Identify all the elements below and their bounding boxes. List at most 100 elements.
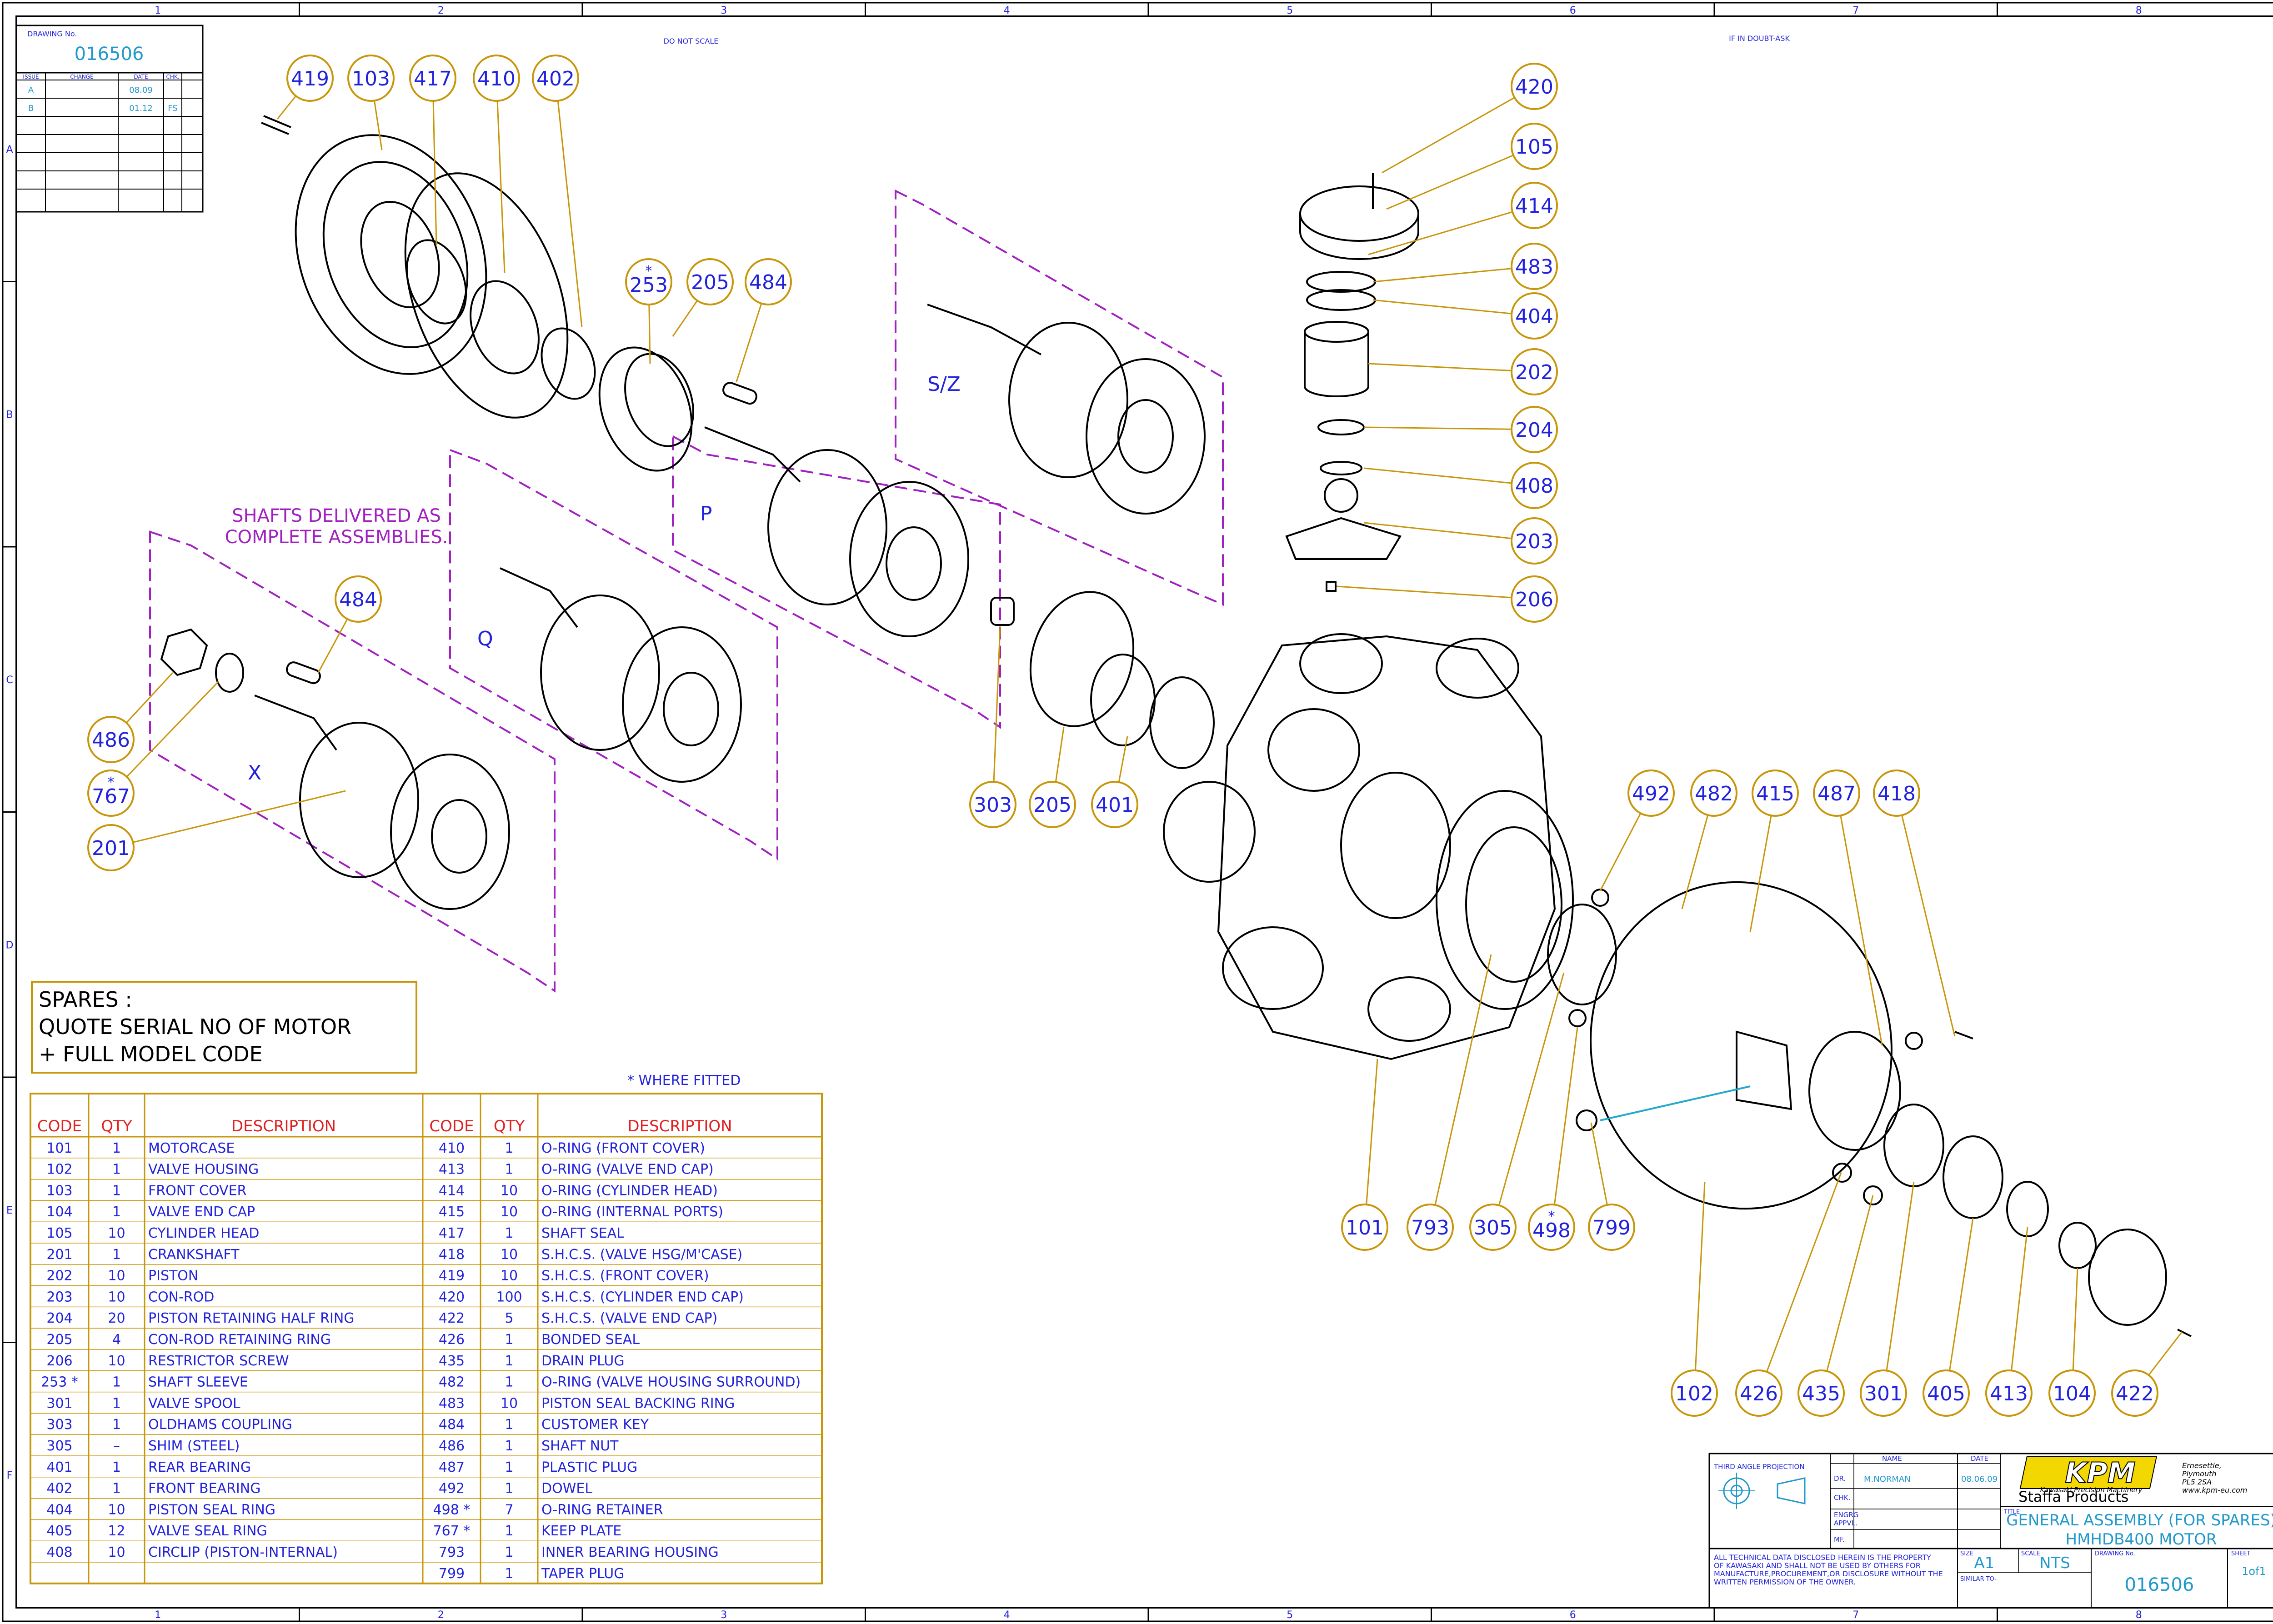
- balloon-number: 102: [1675, 1382, 1713, 1405]
- size-label: SIZE: [1960, 1550, 1973, 1557]
- sheet-grid-reference: 1122334455667788AABBCCDDEEFF: [3, 3, 2142, 1621]
- table-qty: 1: [112, 1162, 121, 1178]
- grid-col-bottom: 2: [438, 1609, 444, 1621]
- shaft-label-x: X: [248, 761, 261, 785]
- table-description: PISTON RETAINING HALF RING: [148, 1310, 355, 1326]
- title-label: TITLE: [2003, 1509, 2020, 1515]
- part-balloon: 418: [1873, 770, 1956, 1037]
- balloon-number: 104: [2053, 1382, 2091, 1405]
- table-description: O-RING (VALVE END CAP): [541, 1162, 714, 1178]
- grid-col-bottom: 8: [2136, 1609, 2142, 1621]
- grid-col-top: 7: [1852, 5, 1859, 16]
- revision-cell: A: [28, 85, 34, 95]
- table-description: FRONT COVER: [148, 1183, 246, 1199]
- part-balloon: 415: [1749, 770, 1799, 932]
- table-qty: 1: [505, 1162, 513, 1178]
- table-description: KEEP PLATE: [541, 1523, 621, 1539]
- balloon-number: 492: [1632, 782, 1670, 805]
- table-description: VALVE SEAL RING: [148, 1523, 267, 1539]
- table-description: CIRCLIP (PISTON-INTERNAL): [148, 1544, 338, 1560]
- shaft-label-sz: S/Z: [927, 373, 961, 396]
- grid-col-bottom: 4: [1004, 1609, 1010, 1621]
- grid-col-bottom: 3: [721, 1609, 727, 1621]
- balloon-number: 405: [1927, 1382, 1965, 1405]
- part-balloon: 202: [1368, 348, 1558, 395]
- table-description: TAPER PLUG: [541, 1566, 624, 1582]
- balloon-number: 483: [1515, 255, 1553, 279]
- table-description: S.H.C.S. (VALVE HSG/M'CASE): [541, 1247, 742, 1263]
- table-qty: 1: [505, 1544, 513, 1560]
- part-balloon: 498*: [1528, 1027, 1578, 1251]
- balloon-number: 414: [1515, 195, 1553, 218]
- table-qty: 4: [112, 1332, 121, 1348]
- address-line-2: Plymouth: [2182, 1469, 2217, 1478]
- table-qty: 10: [108, 1289, 125, 1305]
- table-description: S.H.C.S. (CYLINDER END CAP): [541, 1289, 744, 1305]
- sheet-value: 1of1: [2242, 1565, 2266, 1578]
- table-description: RESTRICTOR SCREW: [148, 1353, 289, 1369]
- revision-cell: FS: [168, 104, 177, 113]
- table-qty: 1: [112, 1183, 121, 1199]
- balloon-number: 101: [1346, 1216, 1384, 1239]
- part-balloon: 402: [532, 55, 583, 328]
- sheet-size: A1: [1974, 1554, 1995, 1572]
- balloon-number: 404: [1515, 305, 1553, 328]
- table-code: 103: [46, 1183, 72, 1199]
- balloon-number: 402: [536, 67, 575, 90]
- table-header: QTY: [101, 1117, 132, 1135]
- manufacturing-label: MF.: [1834, 1535, 1845, 1544]
- part-balloon: 799: [1588, 1122, 1635, 1251]
- drawn-date: 08.06.09: [1961, 1474, 1998, 1484]
- grid-col-top: 5: [1287, 5, 1293, 16]
- grid-col-bottom: 6: [1570, 1609, 1576, 1621]
- part-balloon: 205: [1029, 727, 1076, 828]
- balloon-number: 303: [974, 794, 1012, 817]
- logo-subtitle: Kawasaki Precision Machinery: [2040, 1486, 2143, 1494]
- table-description: S.H.C.S. (FRONT COVER): [541, 1268, 709, 1284]
- table-code: 418: [439, 1247, 465, 1263]
- balloon-number: 103: [352, 67, 390, 90]
- table-code: 413: [439, 1162, 465, 1178]
- table-description: CUSTOMER KEY: [541, 1417, 649, 1433]
- where-fitted-note: * WHERE FITTED: [627, 1073, 741, 1089]
- table-description: BONDED SEAL: [541, 1332, 640, 1348]
- balloon-number: 301: [1864, 1382, 1903, 1405]
- part-balloon: 305: [1469, 972, 1565, 1251]
- table-code: 201: [46, 1247, 72, 1263]
- table-qty: 1: [112, 1417, 121, 1433]
- drawing-number: 016506: [75, 44, 144, 65]
- revision-header: DATE: [134, 74, 148, 80]
- grid-row-left: B: [6, 409, 13, 420]
- table-description: SHAFT SLEEVE: [148, 1374, 248, 1390]
- table-code: 202: [46, 1268, 72, 1284]
- balloon-number: 422: [2116, 1382, 2154, 1405]
- table-code: 102: [46, 1162, 72, 1178]
- part-balloon: 417: [409, 55, 456, 246]
- scale-value: NTS: [2039, 1554, 2070, 1572]
- grid-col-top: 6: [1570, 5, 1576, 16]
- part-balloon: 101: [1341, 1059, 1388, 1251]
- balloon-number: 482: [1695, 782, 1733, 805]
- address-line-1: Ernesettle,: [2182, 1461, 2222, 1470]
- balloon-number: 420: [1515, 75, 1553, 99]
- drawing-title-line-2: HMHDB400 MOTOR: [2066, 1530, 2217, 1549]
- table-description: SHAFT SEAL: [541, 1225, 624, 1241]
- table-qty: 1: [505, 1225, 513, 1241]
- if-in-doubt-note: IF IN DOUBT-ASK: [1729, 34, 1790, 43]
- table-description: SHIM (STEEL): [148, 1438, 240, 1454]
- table-qty: 1: [112, 1459, 121, 1475]
- shaft-note-line-2: COMPLETE ASSEMBLIES.: [225, 527, 448, 548]
- table-qty: 10: [108, 1225, 125, 1241]
- balloon-number: 206: [1515, 588, 1553, 611]
- table-description: VALVE SPOOL: [148, 1395, 240, 1411]
- date-header: DATE: [1971, 1454, 1988, 1463]
- company-name: Staffa Products: [2018, 1488, 2128, 1505]
- table-code: 420: [439, 1289, 465, 1305]
- revision-cell: 01.12: [129, 104, 153, 113]
- part-balloon: 486: [87, 672, 174, 763]
- sheet-label: SHEET: [2231, 1550, 2250, 1557]
- drawing-number-label: DRAWING No.: [27, 30, 77, 38]
- table-description: O-RING (INTERNAL PORTS): [541, 1204, 723, 1220]
- table-qty: 10: [501, 1183, 518, 1199]
- engineering-label-2: APPVL.: [1834, 1519, 1857, 1527]
